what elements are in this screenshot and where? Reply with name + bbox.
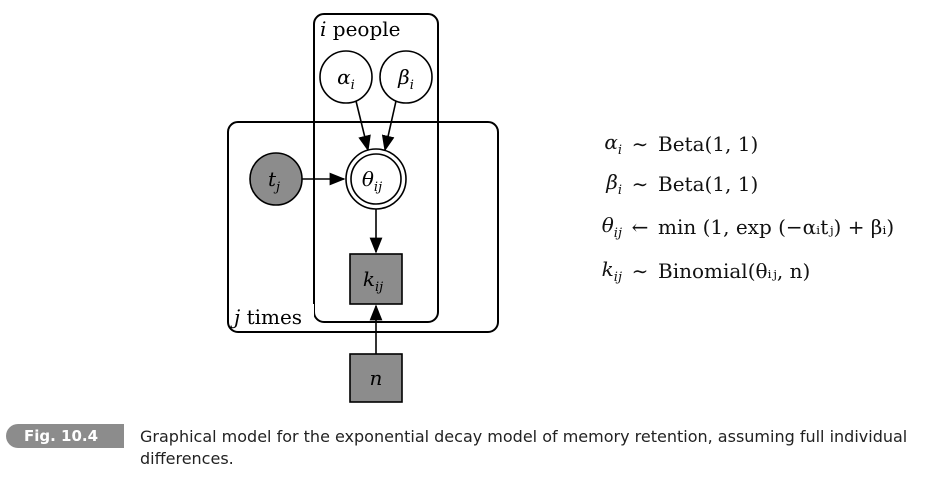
svg-text:θij: θij: [362, 167, 382, 195]
svg-text:βi: βi: [397, 65, 414, 93]
graphical-model: i people j times αi βi θij tj: [227, 13, 499, 403]
equation-operator: ∼: [631, 259, 649, 283]
node-n: n: [349, 353, 403, 403]
node-alpha: αi: [319, 50, 373, 104]
equation-rhs: Beta(1, 1): [658, 172, 759, 196]
plate-times-label: j times: [230, 305, 302, 329]
equation-operator: ∼: [631, 172, 649, 196]
svg-text:kij: kij: [363, 267, 383, 295]
svg-text:n: n: [370, 366, 383, 390]
equation-lhs: θij: [601, 213, 622, 241]
equation-lhs: βi: [606, 170, 622, 198]
node-k: kij: [349, 253, 403, 305]
svg-text:tj: tj: [268, 167, 280, 195]
equation-lhs: αi: [604, 130, 622, 158]
equation-k: kij ∼ Binomial(θᵢⱼ, n): [560, 254, 811, 288]
svg-text:αi: αi: [337, 65, 355, 93]
edge-beta-theta: [381, 100, 397, 152]
equation-alpha: αi ∼ Beta(1, 1): [560, 127, 758, 161]
node-beta: βi: [379, 50, 433, 104]
edge-alpha-theta: [355, 100, 371, 152]
plate-people-label: i people: [320, 17, 400, 41]
plate-times: [227, 121, 499, 333]
equation-lhs: kij: [601, 257, 622, 285]
equation-rhs: min (1, exp (−αᵢtⱼ) + βᵢ): [658, 215, 895, 239]
equation-operator: ∼: [631, 132, 649, 156]
node-t: tj: [249, 152, 303, 206]
equation-operator: ←: [631, 215, 649, 239]
equation-rhs: Binomial(θᵢⱼ, n): [658, 259, 811, 283]
caption-text: Graphical model for the exponential deca…: [140, 427, 908, 468]
equation-theta: θij ← min (1, exp (−αᵢtⱼ) + βᵢ): [560, 210, 894, 244]
figure-number-badge: Fig. 10.4: [6, 424, 124, 448]
equation-rhs: Beta(1, 1): [658, 132, 759, 156]
node-theta: θij: [345, 148, 407, 210]
equation-beta: βi ∼ Beta(1, 1): [560, 167, 758, 201]
